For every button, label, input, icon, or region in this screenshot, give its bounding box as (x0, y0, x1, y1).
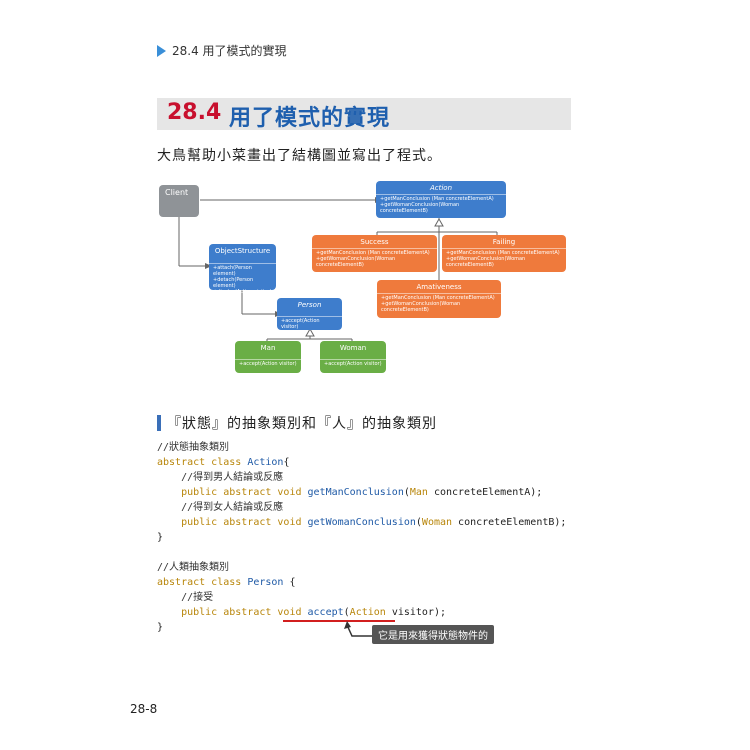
section-number: 28.4 (167, 100, 222, 125)
diagram-connectors (178, 197, 498, 341)
man-box: Man +accept(Action visitor) (235, 341, 301, 373)
code-line: //狀態抽象類別 (157, 442, 230, 453)
code-block: //狀態抽象類別 abstract class Action{ //得到男人結論… (157, 440, 566, 635)
red-underline (283, 620, 395, 622)
person-box: Person +accept(Action visitor) (277, 298, 342, 330)
action-box: Action +getManConclusion (Man concreteEl… (376, 181, 506, 218)
code-line: } (157, 622, 164, 633)
header-text: 28.4 用了模式的實現 (172, 44, 287, 58)
success-box: Success +getManConclusion (Man concreteE… (312, 235, 437, 272)
code-line: public abstract void accept(Action visit… (157, 607, 447, 618)
subsection-heading: 『狀態』的抽象類別和『人』的抽象類別 (157, 413, 437, 433)
running-header: 28.4 用了模式的實現 (157, 42, 287, 59)
heading-bar (157, 415, 161, 431)
subsection-text: 『狀態』的抽象類別和『人』的抽象類別 (167, 416, 437, 432)
callout-note: 它是用來獲得狀態物件的 (372, 625, 494, 644)
section-title: 用了模式的實現 (229, 106, 391, 131)
woman-box: Woman +accept(Action visitor) (320, 341, 386, 373)
amativeness-box: Amativeness +getManConclusion (Man concr… (377, 280, 501, 318)
objectstructure-box: ObjectStructure +attach(Person element)+… (209, 244, 276, 295)
failing-box: Failing +getManConclusion (Man concreteE… (442, 235, 566, 272)
uml-diagram: Client Action +getManConclusion (Man con… (157, 178, 572, 378)
callout-arrow-icon (344, 621, 372, 637)
triangle-icon (157, 44, 166, 57)
code-line: //接受 (157, 592, 214, 603)
section-title-bar: 28.4 用了模式的實現 (157, 98, 571, 131)
code-line: abstract class Action{ (157, 457, 290, 468)
code-line: } (157, 532, 164, 543)
page-number: 28-8 (130, 702, 158, 716)
code-line: public abstract void getWomanConclusion(… (157, 517, 567, 528)
code-line: //得到男人結論或反應 (157, 472, 284, 483)
code-line: abstract class Person { (157, 577, 296, 588)
code-line: public abstract void getManConclusion(Ma… (157, 487, 543, 498)
code-line: //人類抽象類別 (157, 562, 230, 573)
code-line-blank (157, 545, 566, 560)
code-line: //得到女人結論或反應 (157, 502, 284, 513)
client-box: Client (159, 185, 199, 217)
intro-paragraph: 大鳥幫助小菜畫出了結構圖並寫出了程式。 (157, 148, 442, 164)
